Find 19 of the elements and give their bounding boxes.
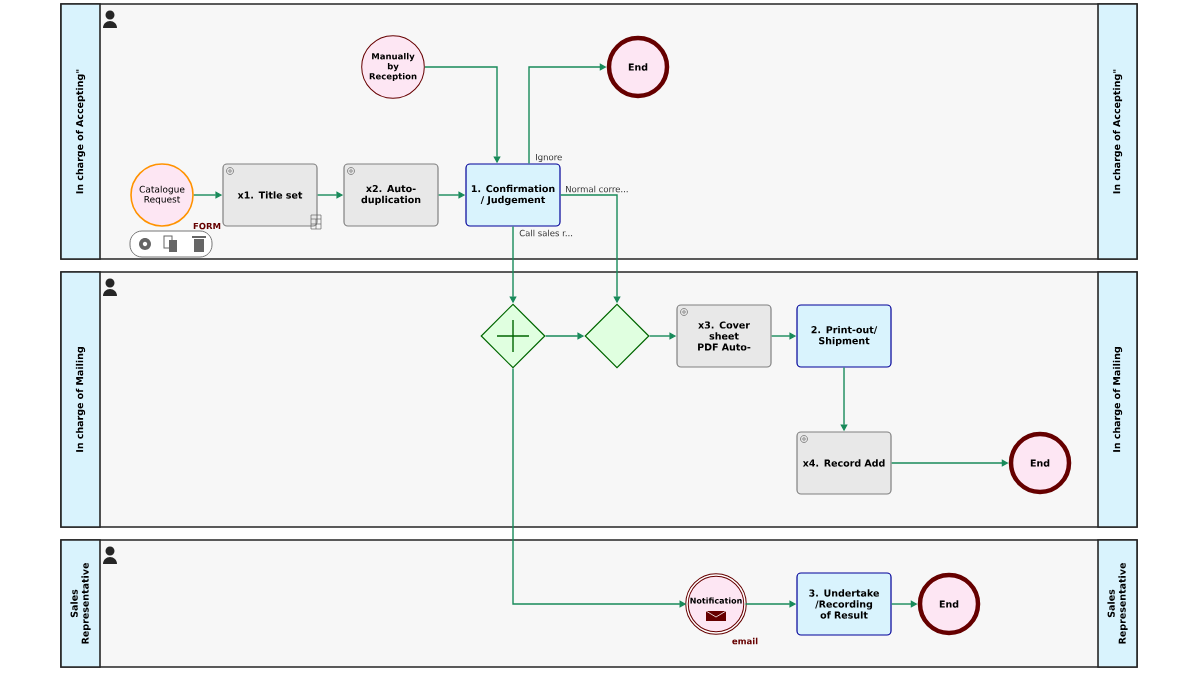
task-box: 3. Undertake /Recording of Result [796,572,892,636]
gateway-diamond [480,303,546,369]
end-event: End [917,572,981,636]
edge-label: Call sales r... [518,228,574,238]
edge-label: Normal corre... [564,184,630,194]
task-box: x4. Record Add [796,431,892,495]
task-box: x2. Auto-duplication [343,163,439,227]
start-event: Catalogue Request [130,163,194,227]
task-box: 1. Confirmation / Judgement [465,163,561,227]
task-box: 2. Print-out/ Shipment [796,304,892,368]
event-caption: FORM [192,221,222,231]
edge-label: Ignore [534,153,564,163]
end-event: End [1008,431,1072,495]
gateway-diamond [584,303,650,369]
task-box: x3. Cover sheet PDF Auto- [676,304,772,368]
task-box: x1. Title set [222,163,318,227]
event-caption: email [730,636,760,646]
end-event: End [606,35,670,99]
message-event: Notification [685,573,747,635]
